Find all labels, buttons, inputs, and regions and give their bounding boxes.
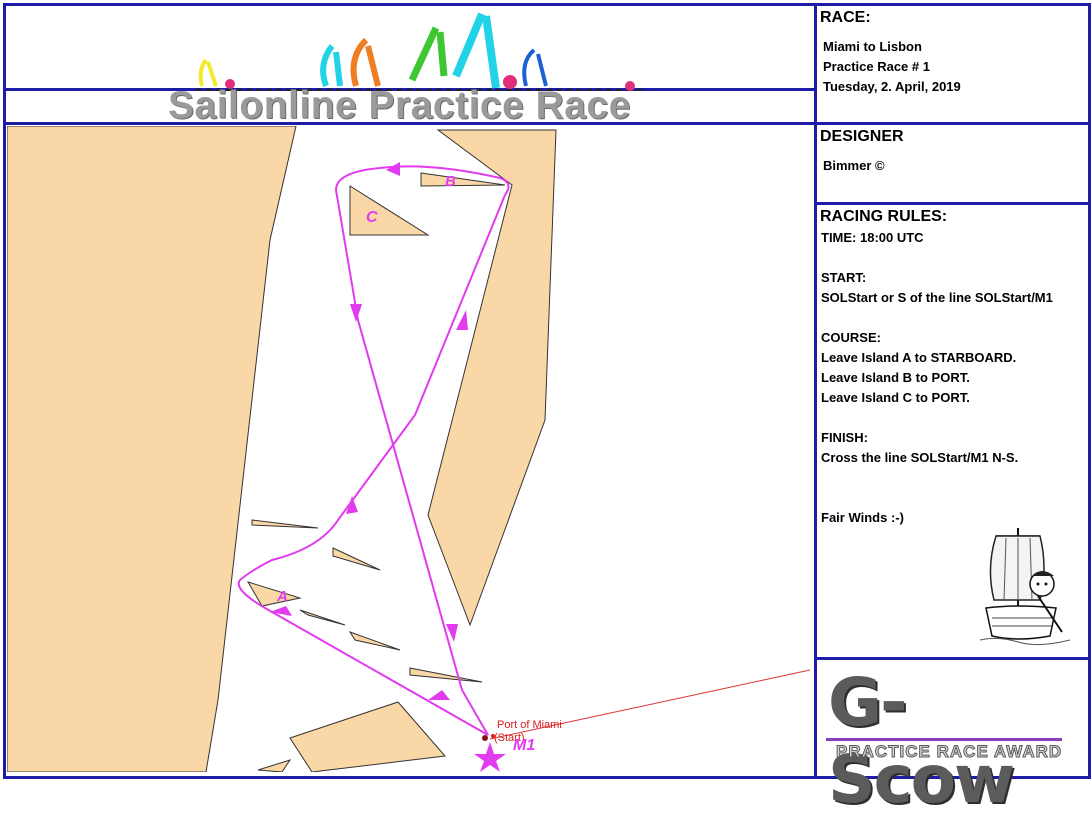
rock-2 <box>332 547 381 571</box>
island-a-shape <box>246 581 302 607</box>
rules-body: TIME: 18:00 UTC START: SOLStart or S of … <box>821 228 1053 528</box>
designer-divider <box>814 202 1088 205</box>
southeast-island <box>289 701 446 772</box>
rules-heading: RACING RULES: <box>820 208 948 225</box>
race-title: Sailonline Practice Race <box>168 84 631 127</box>
rock-4 <box>348 631 401 651</box>
rules-start-text: SOLStart or S of the line SOLStart/M1 <box>821 290 1053 305</box>
rules-finish-text: Cross the line SOLStart/M1 N-S. <box>821 450 1019 465</box>
route-arrow <box>446 624 458 642</box>
outer-frame <box>3 3 1091 779</box>
island-c-shape <box>349 185 430 236</box>
race-number: Practice Race # 1 <box>823 59 930 74</box>
route-leg-b-to-c <box>334 165 510 736</box>
rules-course-a: Leave Island A to STARBOARD. <box>821 350 1017 365</box>
race-heading: RACE: <box>820 9 871 26</box>
race-route: Miami to Lisbon <box>823 39 922 54</box>
route-arrow <box>386 162 400 176</box>
m1-star-icon <box>474 742 506 772</box>
rock-1 <box>251 519 319 529</box>
sidebar-divider <box>814 6 817 776</box>
rules-start-label: START: <box>821 270 867 285</box>
port-sub-label: (Start) <box>494 732 525 744</box>
race-map: A B C Port of Miami (Start) M1 <box>7 126 562 772</box>
award-divider <box>814 657 1088 660</box>
rules-finish-label: FINISH: <box>821 430 868 445</box>
east-landmass <box>427 129 557 627</box>
sailor-illustration <box>979 528 1071 646</box>
port-label: Port of Miami <box>497 719 562 731</box>
gscow-award-logo: G-Scow PRACTICE RACE AWARD <box>822 664 1072 818</box>
south-rock <box>257 759 292 772</box>
port-marker <box>482 735 488 741</box>
race-info: Miami to Lisbon Practice Race # 1 Tuesda… <box>823 37 961 97</box>
award-subtitle: PRACTICE RACE AWARD <box>835 742 1063 762</box>
route-leg-start-to-a <box>237 194 506 736</box>
award-title: G-Scow <box>828 664 1015 818</box>
race-date: Tuesday, 2. April, 2019 <box>823 79 961 94</box>
designer-name: Bimmer © <box>823 158 885 173</box>
rock-5 <box>409 667 483 683</box>
island-b-label: B <box>445 173 456 190</box>
route-arrow <box>456 310 468 330</box>
start-marker <box>491 734 495 738</box>
island-c-label: C <box>366 209 378 226</box>
header-bottom-line <box>6 122 1088 125</box>
rules-course-c: Leave Island C to PORT. <box>821 390 970 405</box>
west-landmass <box>7 126 297 772</box>
island-a-label: A <box>276 588 288 605</box>
rules-closing: Fair Winds :-) <box>821 510 904 525</box>
rock-3 <box>299 609 346 626</box>
route-arrow <box>270 606 292 616</box>
route-arrow <box>428 690 450 700</box>
route-arrow <box>346 496 358 514</box>
rules-course-label: COURSE: <box>821 330 881 345</box>
sails-logo <box>196 12 642 91</box>
island-b-shape <box>420 172 506 187</box>
mark-m1-label: M1 <box>513 737 535 754</box>
designer-heading: DESIGNER <box>820 128 904 145</box>
route-arrow <box>350 304 362 322</box>
award-underline <box>826 738 1062 741</box>
rules-course-b: Leave Island B to PORT. <box>821 370 970 385</box>
rules-time: TIME: 18:00 UTC <box>821 230 924 245</box>
